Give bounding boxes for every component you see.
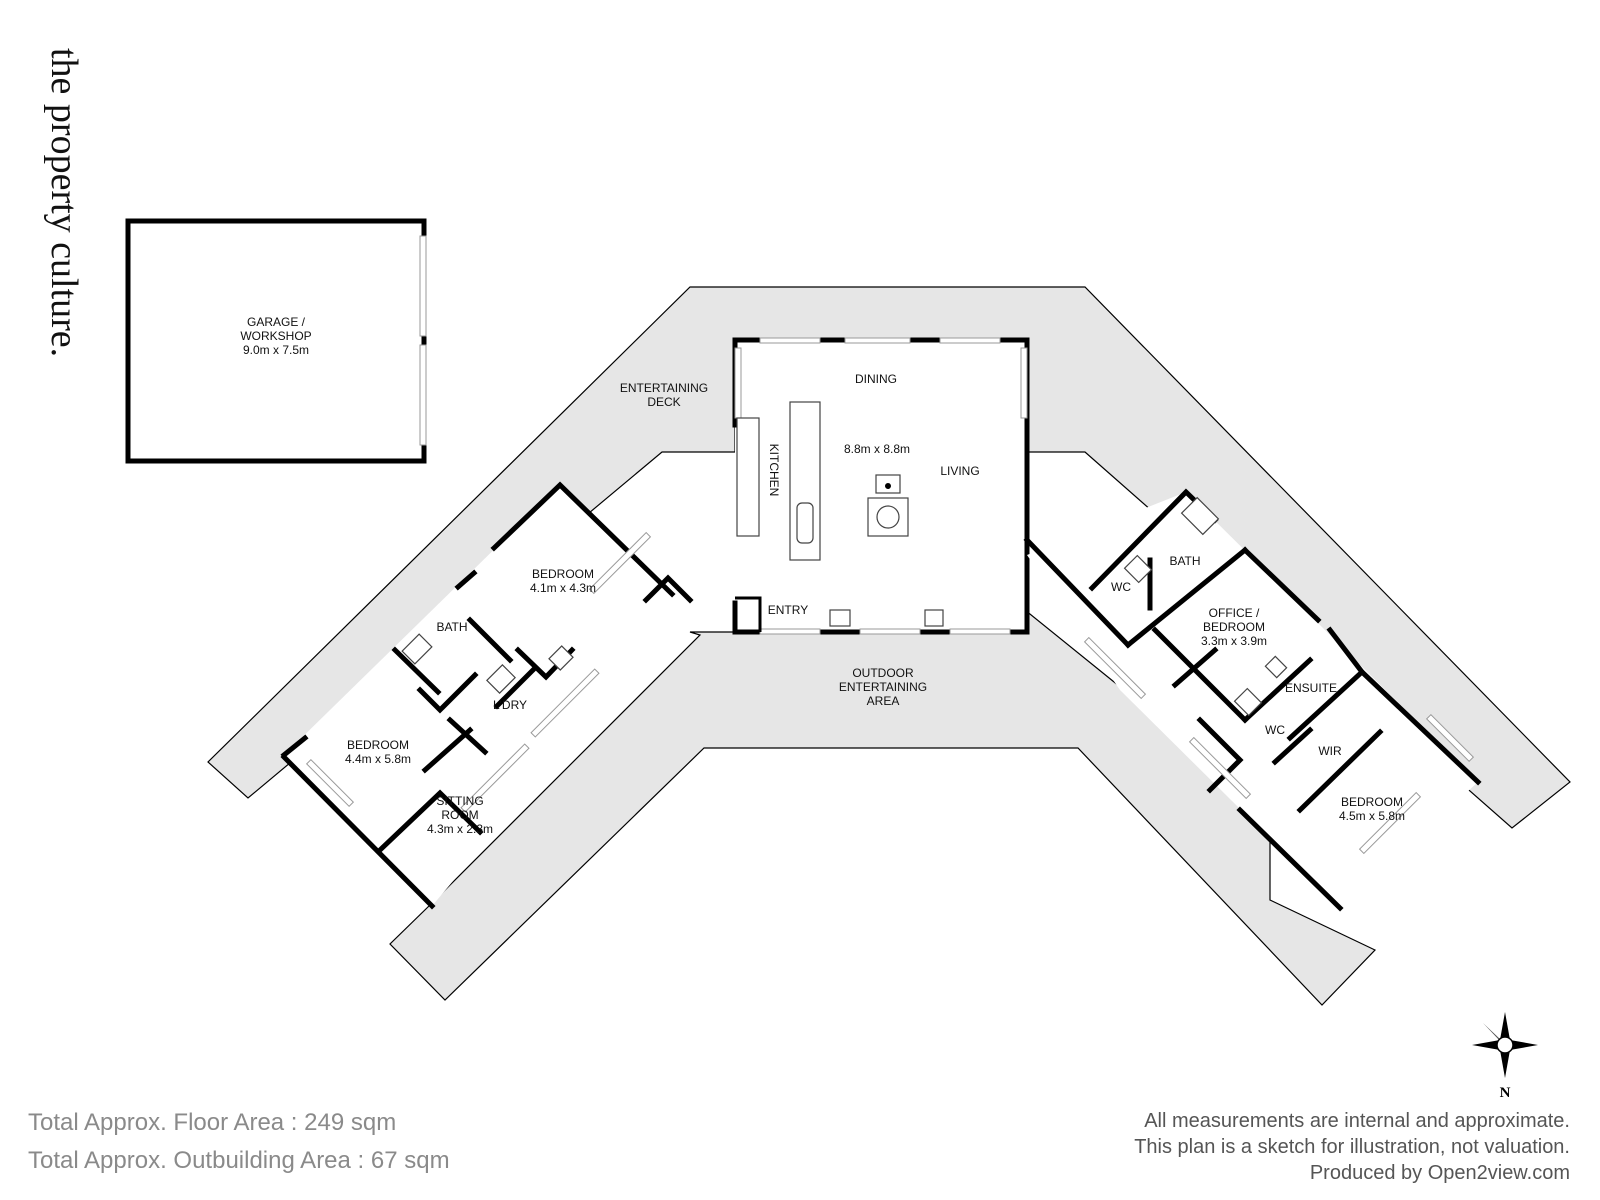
wir-label: WIR bbox=[1318, 744, 1342, 758]
ensuite-label: ENSUITE bbox=[1285, 681, 1337, 695]
compass-north-label: N bbox=[1500, 1085, 1511, 1100]
office-line2: BEDROOM bbox=[1203, 620, 1265, 634]
floor-area-text: Total Approx. Floor Area : 249 sqm bbox=[28, 1109, 397, 1136]
bedroom-east-dims: 4.5m x 5.8m bbox=[1339, 809, 1405, 823]
outdoor-line3: AREA bbox=[867, 694, 900, 708]
sitting-room-dims: 4.3m x 2.3m bbox=[427, 822, 493, 836]
bedroom-east-name: BEDROOM bbox=[1341, 795, 1403, 809]
garage-dims: 9.0m x 7.5m bbox=[243, 343, 309, 357]
garage-building bbox=[125, 218, 427, 464]
east-wing bbox=[1023, 488, 1482, 912]
garage-label-line2: WORKSHOP bbox=[240, 329, 311, 343]
entertaining-deck-line1: ENTERTAINING bbox=[620, 381, 708, 395]
kitchen-label: KITCHEN bbox=[767, 444, 781, 497]
compass-rose-icon: N bbox=[1472, 1012, 1538, 1100]
outdoor-line2: ENTERTAINING bbox=[839, 680, 927, 694]
office-dims: 3.3m x 3.9m bbox=[1201, 634, 1267, 648]
bedroom-west-upper-name: BEDROOM bbox=[532, 567, 594, 581]
garage-label-line1: GARAGE / bbox=[247, 315, 306, 329]
main-living-block bbox=[732, 337, 1030, 635]
disclaimer-line1: All measurements are internal and approx… bbox=[1144, 1110, 1570, 1132]
brand-logo-text: the property culture. bbox=[43, 48, 85, 357]
outdoor-line1: OUTDOOR bbox=[852, 666, 914, 680]
bedroom-west-upper-dims: 4.1m x 4.3m bbox=[530, 581, 596, 595]
main-dims: 8.8m x 8.8m bbox=[844, 442, 910, 456]
kitchen-bench bbox=[736, 417, 760, 537]
area-summary: Total Approx. Floor Area : 249 sqm Total… bbox=[28, 1104, 450, 1180]
bath-east-label: BATH bbox=[1169, 554, 1200, 568]
wc-east-lower-label: WC bbox=[1265, 723, 1285, 737]
sitting-room-line1: SITTING bbox=[436, 794, 483, 808]
sitting-room-line2: ROOM bbox=[441, 808, 478, 822]
office-line1: OFFICE / bbox=[1209, 606, 1260, 620]
west-wing bbox=[280, 481, 694, 910]
outbuilding-area-text: Total Approx. Outbuilding Area : 67 sqm bbox=[28, 1147, 450, 1174]
room-labels: GARAGE / WORKSHOP 9.0m x 7.5m ENTERTAINI… bbox=[240, 315, 1405, 836]
disclaimer: All measurements are internal and approx… bbox=[1134, 1108, 1570, 1186]
deck-south bbox=[389, 608, 1377, 1006]
laundry-label: L'DRY bbox=[493, 698, 527, 712]
entertaining-deck-line2: DECK bbox=[647, 395, 680, 409]
bedroom-west-lower-name: BEDROOM bbox=[347, 738, 409, 752]
disclaimer-line3: Produced by Open2view.com bbox=[1309, 1162, 1570, 1184]
entry-label: ENTRY bbox=[768, 603, 808, 617]
living-label: LIVING bbox=[940, 464, 979, 478]
brand-logo: the property culture. bbox=[43, 48, 85, 357]
dining-label: DINING bbox=[855, 372, 897, 386]
bath-west-label: BATH bbox=[436, 620, 467, 634]
bedroom-west-lower-dims: 4.4m x 5.8m bbox=[345, 752, 411, 766]
wc-east-upper-label: WC bbox=[1111, 580, 1131, 594]
disclaimer-line2: This plan is a sketch for illustration, … bbox=[1134, 1136, 1570, 1158]
